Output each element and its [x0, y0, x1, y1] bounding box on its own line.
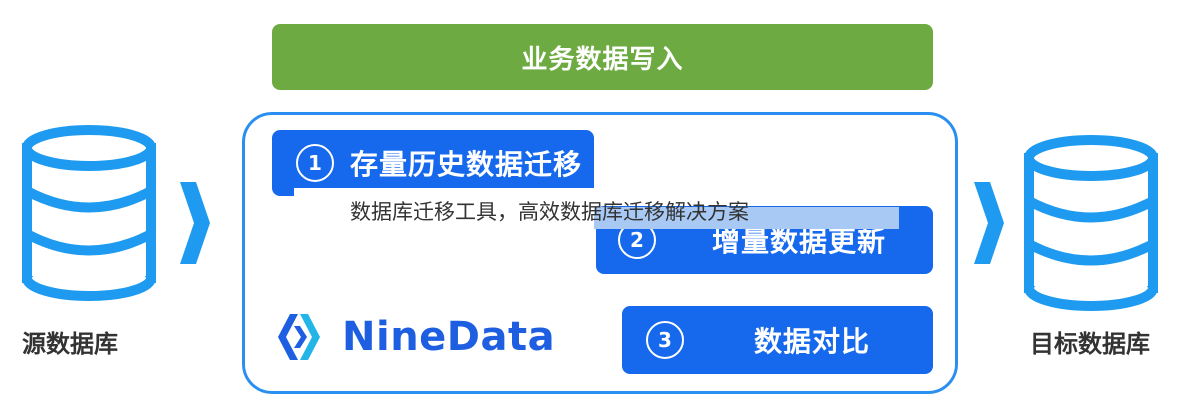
source-database-label: 源数据库: [22, 330, 118, 358]
migration-process-frame: [242, 112, 958, 394]
caption-background-right: [594, 207, 899, 229]
caption-background-left: [294, 188, 594, 206]
step-1-label: 存量历史数据迁移: [350, 148, 583, 181]
ninedata-logo-icon: [278, 314, 320, 360]
step-3-label: 数据对比: [754, 325, 871, 358]
step-3-number: 3: [646, 321, 684, 359]
step-2-label: 增量数据更新: [712, 225, 887, 258]
caption-text: 数据库迁移工具，高效数据库迁移解决方案: [350, 200, 749, 224]
target-database-icon: [1024, 135, 1158, 311]
step-1-box: 1 存量历史数据迁移: [272, 130, 594, 196]
chevron-right-icon: [180, 182, 210, 264]
chevron-right-icon: [974, 182, 1004, 264]
source-database-icon: [22, 125, 156, 301]
business-data-write-bar: 业务数据写入: [272, 24, 933, 90]
step-3-box: 3 数据对比: [622, 306, 933, 374]
business-data-write-label: 业务数据写入: [521, 44, 684, 75]
ninedata-brand: NineData: [276, 312, 555, 362]
target-database-label: 目标数据库: [1030, 330, 1150, 358]
ninedata-brand-name: NineData: [342, 314, 556, 360]
step-1-number: 1: [296, 144, 334, 182]
